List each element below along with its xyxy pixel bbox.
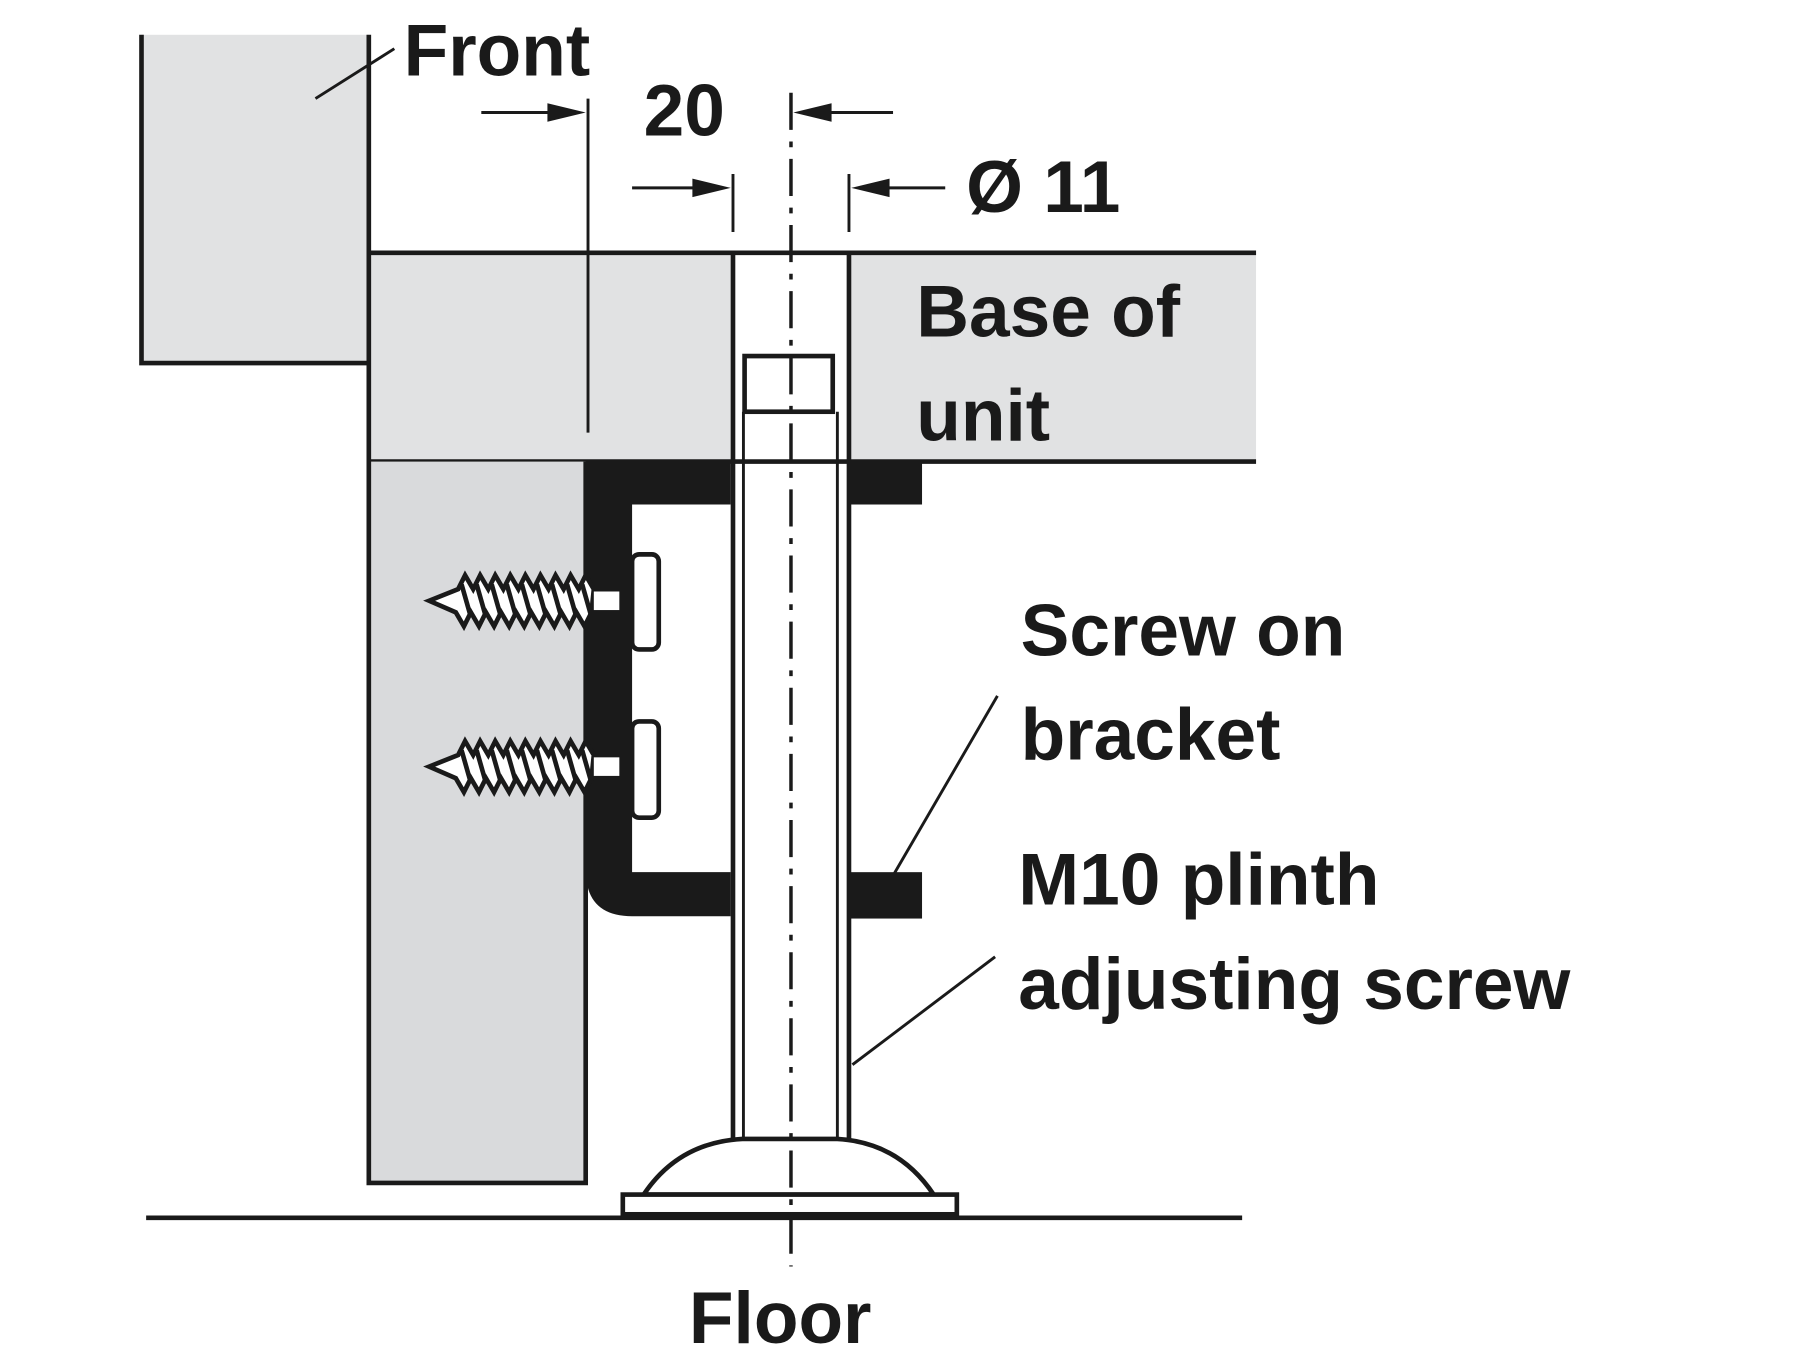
adjusting-screw (620, 252, 960, 1217)
bracket-leader (891, 695, 999, 877)
label-dim-diameter: Ø 11 (966, 147, 1120, 228)
label-screw-2: adjusting screw (1018, 944, 1570, 1025)
label-base-2: unit (916, 376, 1050, 457)
wood-screw (423, 736, 620, 798)
bracket (585, 461, 923, 919)
front-leader (314, 47, 396, 100)
label-base-1: Base of (916, 271, 1181, 352)
screw-leader (851, 955, 996, 1066)
label-bracket-1: Screw on (1021, 590, 1346, 671)
label-bracket-2: bracket (1021, 695, 1281, 776)
front-panel (139, 34, 369, 366)
label-floor: Floor (689, 1278, 872, 1350)
label-front: Front (404, 10, 591, 91)
wood-screw-icon (423, 570, 620, 798)
label-dim-20: 20 (644, 71, 725, 152)
dimension-diameter-11 (632, 173, 946, 232)
wood-screw (423, 570, 620, 632)
label-screw-1: M10 plinth (1018, 840, 1379, 921)
dimension-20 (481, 98, 894, 433)
